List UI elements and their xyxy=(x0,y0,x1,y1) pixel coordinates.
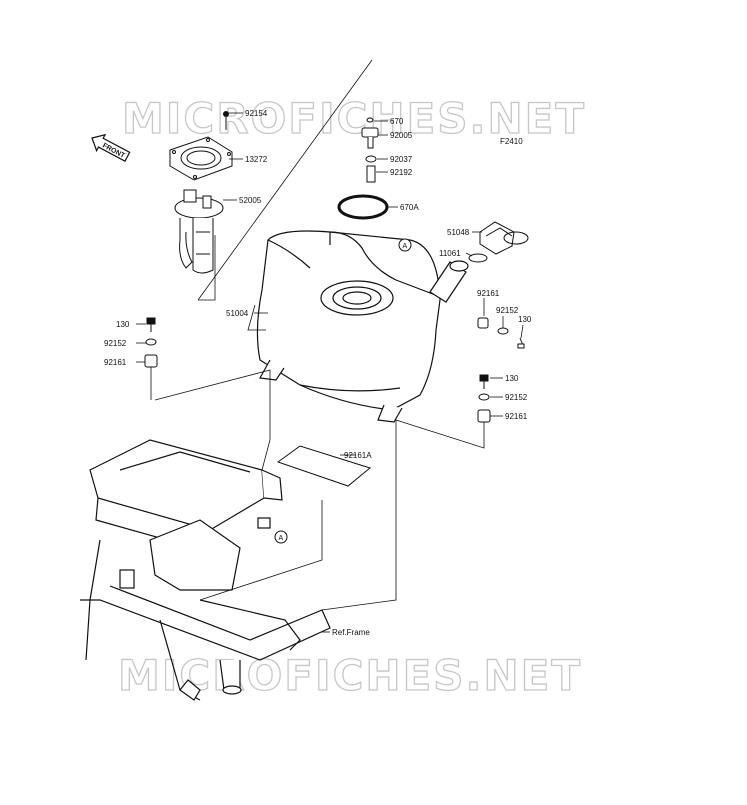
part-label-92161A: 92161A xyxy=(344,451,372,460)
diagram-code: F2410 xyxy=(500,137,523,146)
part-label-92037: 92037 xyxy=(390,155,413,164)
callout-a-frame xyxy=(274,530,288,544)
part-label-670A: 670A xyxy=(400,203,419,212)
callout-a-tank-letter: A xyxy=(403,243,408,250)
tank-cap-51048 xyxy=(468,221,529,263)
filler-top-parts xyxy=(361,117,379,183)
part-label-130-right: 130 xyxy=(505,374,519,383)
o-ring-670A xyxy=(337,194,389,220)
part-label-51004: 51004 xyxy=(226,309,249,318)
right-mount-hardware xyxy=(477,374,491,423)
part-label-13272: 13272 xyxy=(245,155,268,164)
part-label-670: 670 xyxy=(390,117,404,126)
watermark-top: MICROFICHES.NET xyxy=(122,94,586,143)
part-label-92152-tank: 92152 xyxy=(496,306,519,315)
frame-ref xyxy=(80,439,331,701)
part-label-92154: 92154 xyxy=(245,109,268,118)
leader-lines xyxy=(136,59,524,633)
part-label-92152-right: 92152 xyxy=(505,393,528,402)
part-label-92192: 92192 xyxy=(390,168,413,177)
part-label-52005: 52005 xyxy=(239,196,262,205)
left-mount-hardware xyxy=(144,317,158,368)
fuel-tank-51004 xyxy=(256,230,469,423)
callout-a-tank xyxy=(398,238,412,252)
part-label-130-left: 130 xyxy=(116,320,130,329)
part-label-92005: 92005 xyxy=(390,131,413,140)
callout-a-frame-letter: A xyxy=(279,535,284,542)
bolt-92154 xyxy=(223,111,229,130)
part-labels: 92154 13272 52005 670 92005 92037 92192 … xyxy=(104,109,532,637)
part-label-92152-left: 92152 xyxy=(104,339,127,348)
pump-gasket-13272 xyxy=(169,136,233,181)
part-label-92161-tank: 92161 xyxy=(477,289,500,298)
part-label-92161-right: 92161 xyxy=(505,412,528,421)
ref-frame-label: Ref.Frame xyxy=(332,628,370,637)
part-label-51048: 51048 xyxy=(447,228,470,237)
fuel-pump-52005 xyxy=(174,189,224,274)
part-label-92161-left: 92161 xyxy=(104,358,127,367)
part-label-130-tank: 130 xyxy=(518,315,532,324)
tank-mount-hardware xyxy=(477,317,525,349)
part-label-11061: 11061 xyxy=(439,249,461,258)
pad-92161A xyxy=(276,445,372,487)
